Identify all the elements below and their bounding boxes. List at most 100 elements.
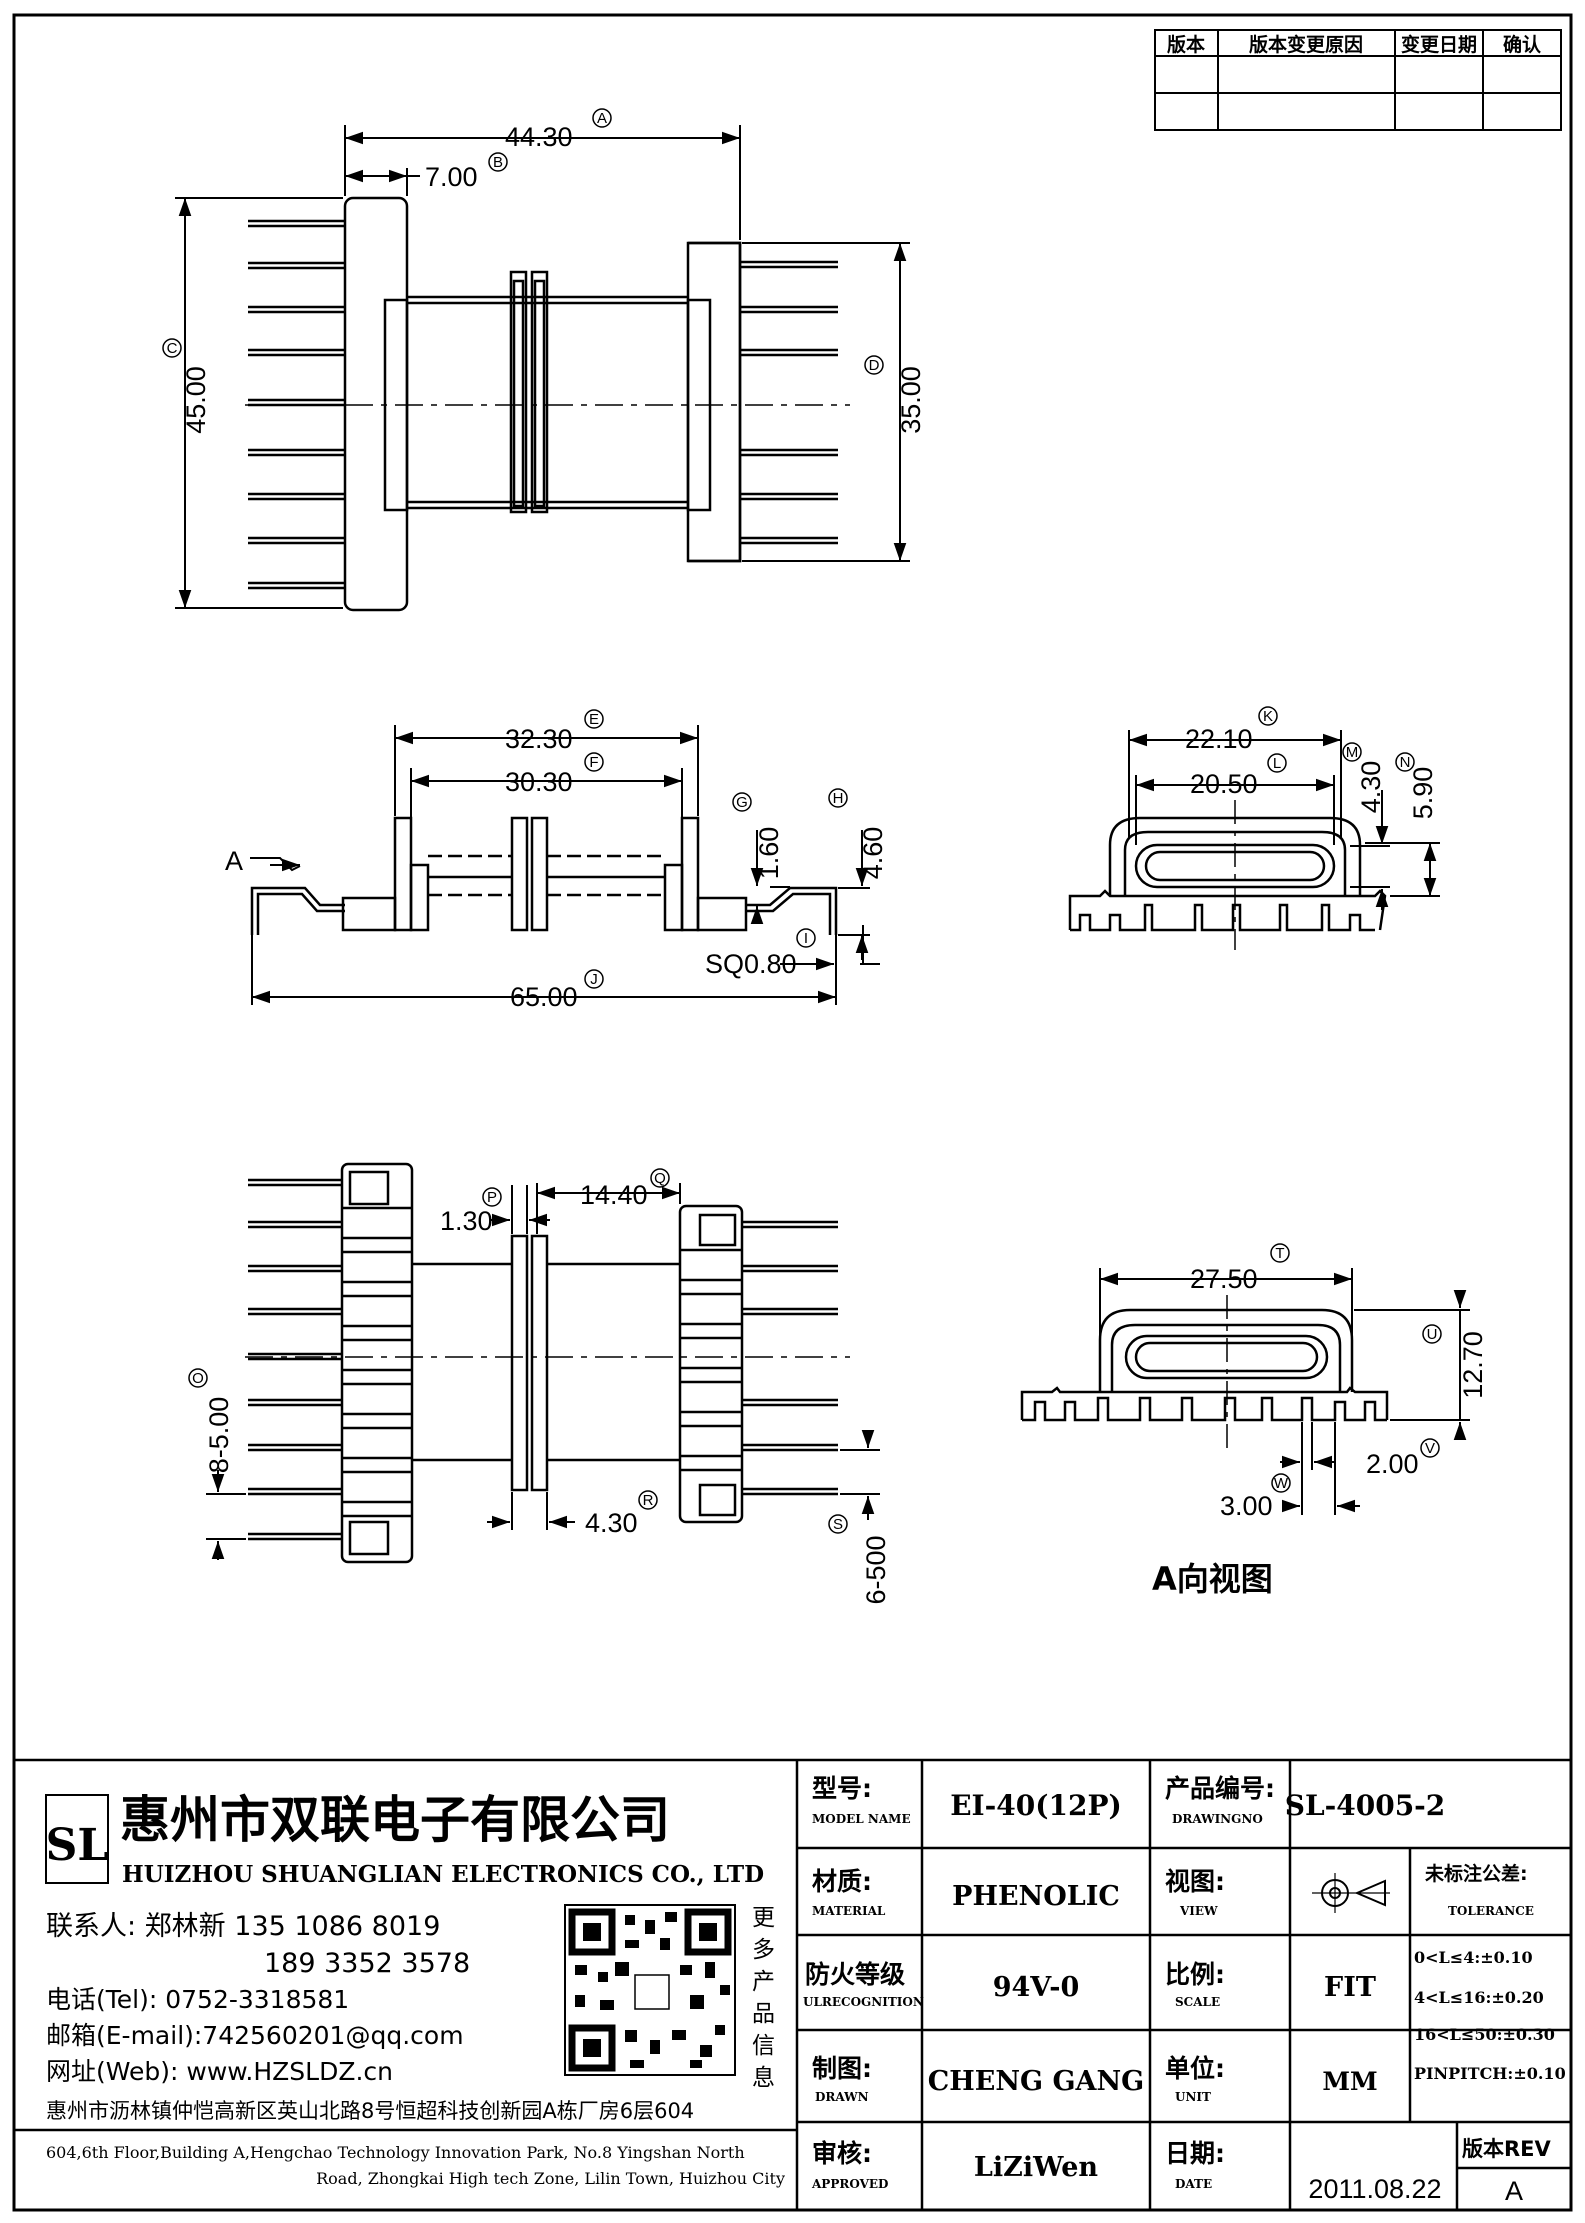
bottom-view [245, 1162, 850, 1564]
dim-d: 35.00 [896, 366, 926, 434]
a-view-dims [1099, 1268, 1470, 1515]
qr-caption-1: 更 [752, 1905, 775, 1931]
label-unit-en: UNIT [1175, 2090, 1211, 2104]
reference-markers [162, 108, 1442, 1534]
dim-c: 45.00 [181, 366, 211, 434]
label-model: 型号: [812, 1774, 872, 1803]
company-logo: SL [45, 1794, 109, 1884]
label-scale: 比例: [1165, 1960, 1225, 1989]
qr-caption-5: 信 [752, 2033, 775, 2059]
marker-d: D [869, 357, 880, 374]
label-scale-en: SCALE [1175, 1995, 1220, 2009]
address-cn: 惠州市沥林镇仲恺高新区英山北路8号恒超科技创新园A栋厂房6层604 [46, 2099, 694, 2123]
value-drawingno: SL-4005-2 [1285, 1789, 1446, 1822]
contact-line-1: 联系人: 郑林新 135 1086 8019 [46, 1911, 440, 1942]
marker-i: I [804, 930, 808, 947]
label-approved: 审核: [812, 2139, 872, 2168]
dim-b: 7.00 [425, 162, 478, 192]
qr-caption-4: 品 [752, 2001, 775, 2027]
label-fire: 防火等级 [805, 1960, 905, 1989]
label-fire-en: ULRECOGNITION [803, 1995, 924, 2009]
top-view-right-pins [740, 260, 838, 545]
marker-s: S [833, 1516, 843, 1533]
marker-v: V [1425, 1440, 1435, 1457]
dim-m: 4.30 [1356, 761, 1386, 814]
bottom-view-dims [206, 1183, 880, 1560]
value-model: EI-40(12P) [950, 1789, 1122, 1822]
top-view-left-pins [248, 219, 345, 590]
value-drawn: CHENG GANG [928, 2066, 1144, 2097]
marker-l: L [1273, 755, 1281, 772]
address-en-2: Road, Zhongkai High tech Zone, Lilin Tow… [316, 2169, 785, 2188]
marker-k: K [1263, 708, 1273, 725]
label-rev: 版本REV [1462, 2137, 1552, 2161]
marker-g: G [736, 794, 748, 811]
marker-b: B [493, 154, 503, 171]
label-approved-en: APPROVED [811, 2177, 888, 2191]
dim-f: 30.30 [505, 767, 573, 797]
tolerance-line-3: 16<L≤50:±0.30 [1414, 2025, 1555, 2044]
rev-col-confirm: 确认 [1503, 33, 1541, 56]
projection-symbol-icon [1312, 1873, 1390, 1913]
view-arrow-label: A [225, 846, 243, 876]
tolerance-line-4: PINPITCH:±0.10 [1414, 2064, 1566, 2083]
dim-r: 4.30 [585, 1508, 638, 1538]
label-drawn: 制图: [812, 2054, 872, 2083]
marker-f: F [589, 754, 598, 771]
bottom-view-right-pins [742, 1220, 838, 1496]
contact-web: 网址(Web): www.HZSLDZ.cn [46, 2057, 393, 2086]
dim-q: 14.40 [580, 1180, 648, 1210]
value-rev: A [1505, 2176, 1523, 2206]
dim-v: 2.00 [1366, 1449, 1419, 1479]
label-drawingno: 产品编号: [1165, 1774, 1275, 1803]
label-tolerance: 未标注公差: [1424, 1862, 1528, 1885]
label-date: 日期: [1165, 2139, 1225, 2168]
marker-h: H [833, 790, 844, 807]
dim-l: 20.50 [1190, 769, 1258, 799]
tolerance-line-1: 0<L≤4:±0.10 [1414, 1948, 1533, 1967]
view-a-caption: A向视图 [1152, 1560, 1273, 1598]
marker-e: E [589, 711, 599, 728]
value-date: 2011.08.22 [1308, 2174, 1441, 2204]
dim-s: 6-500 [861, 1535, 891, 1604]
dim-a: 44.30 [505, 122, 573, 152]
dim-p: 1.30 [440, 1206, 493, 1236]
rev-col-date: 变更日期 [1401, 33, 1477, 56]
contact-tel: 电话(Tel): 0752-3318581 [46, 1985, 349, 2014]
top-view-dims [175, 125, 910, 609]
address-en-1: 604,6th Floor,Building A,Hengchao Techno… [46, 2143, 745, 2162]
rev-col-version: 版本 [1167, 33, 1205, 56]
label-model-en: MODEL NAME [812, 1812, 911, 1826]
value-material: PHENOLIC [952, 1881, 1120, 1912]
value-unit: MM [1322, 2067, 1377, 2096]
side-view [250, 816, 838, 935]
dim-n: 5.90 [1408, 767, 1438, 820]
side-view-dims [250, 725, 880, 1005]
end-view [1068, 800, 1387, 950]
drawing-frame [12, 13, 1573, 2212]
label-tolerance-en: TOLERANCE [1448, 1904, 1534, 1918]
dim-e: 32.30 [505, 724, 573, 754]
qr-caption-6: 息 [752, 2065, 775, 2091]
rev-col-reason: 版本变更原因 [1249, 33, 1363, 56]
dim-k: 22.10 [1185, 724, 1253, 754]
dim-w: 3.00 [1220, 1491, 1273, 1521]
value-fire: 94V-0 [993, 1972, 1080, 2003]
label-date-en: DATE [1175, 2177, 1212, 2191]
dim-j: 65.00 [510, 982, 578, 1012]
marker-m: M [1346, 744, 1359, 761]
marker-r: R [643, 1492, 654, 1509]
label-view-en: VIEW [1179, 1904, 1218, 1918]
company-name-en: HUIZHOU SHUANGLIAN ELECTRONICS CO., LTD [122, 1861, 764, 1888]
qr-caption-3: 产 [752, 1969, 775, 1995]
title-block-grid [14, 1758, 1571, 2210]
dim-h: 4.60 [858, 827, 888, 880]
label-material-en: MATERIAL [812, 1904, 886, 1918]
logo-letters: SL [46, 1820, 109, 1871]
dim-o: 8-5.00 [204, 1397, 234, 1474]
tolerance-line-2: 4<L≤16:±0.20 [1414, 1988, 1544, 2007]
qr-caption-2: 多 [752, 1937, 775, 1963]
marker-q: Q [654, 1170, 666, 1187]
marker-c: C [167, 340, 178, 357]
